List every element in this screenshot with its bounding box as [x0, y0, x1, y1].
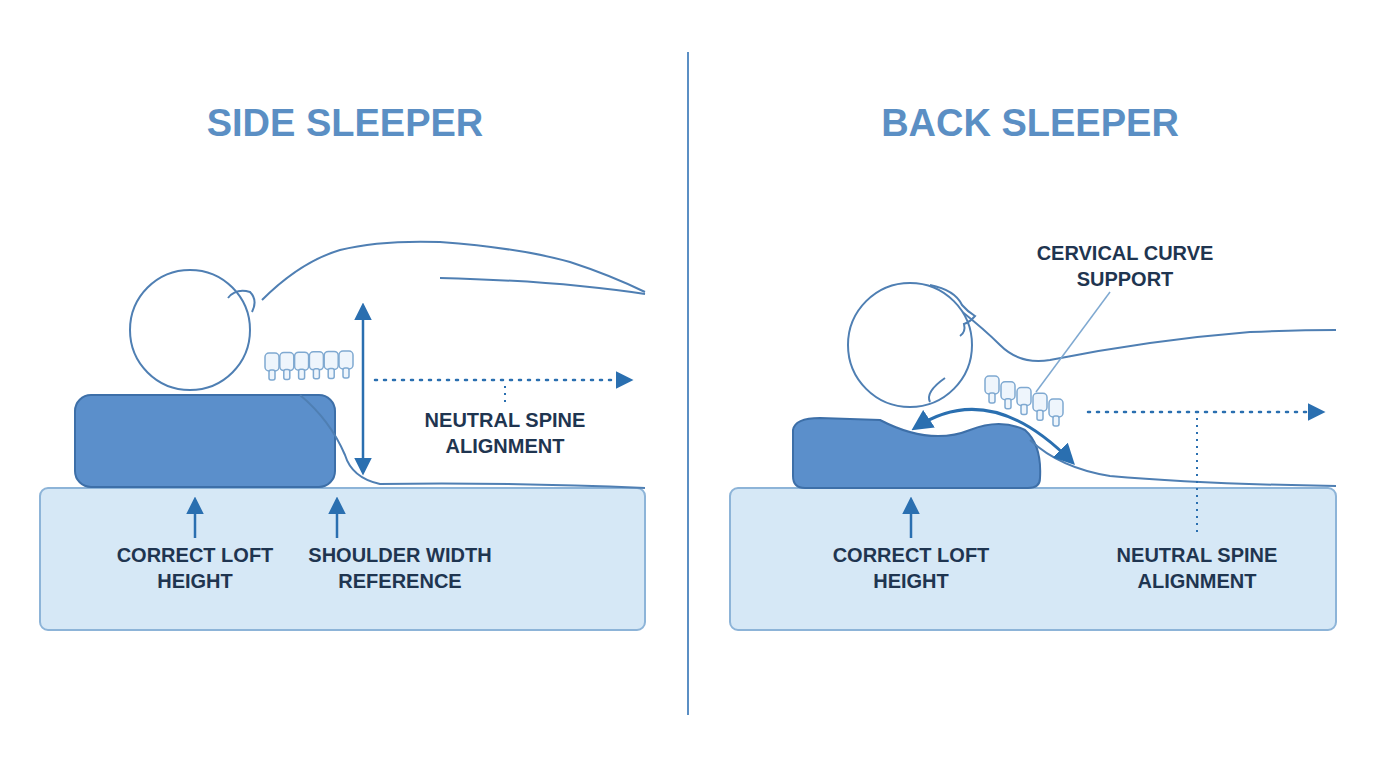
vertebra-process — [1005, 399, 1011, 409]
vertebra-process — [313, 369, 319, 379]
callout-label: CORRECT LOFT HEIGHT — [110, 542, 280, 594]
vertebra-process — [269, 370, 275, 380]
cervical-spine — [985, 376, 1063, 426]
callout-label: CERVICAL CURVE SUPPORT — [1020, 240, 1230, 292]
vertebra — [985, 376, 999, 394]
vertebra-process — [343, 368, 349, 378]
alignment-line — [1088, 411, 1322, 414]
height-arrow — [362, 306, 365, 472]
callout-label: NEUTRAL SPINE ALIGNMENT — [1087, 542, 1307, 594]
pillow — [75, 395, 335, 487]
leader-arrow — [194, 500, 197, 538]
vertebra — [1001, 382, 1015, 400]
vertebra — [324, 351, 338, 369]
callout-label: NEUTRAL SPINE ALIGNMENT — [395, 407, 615, 459]
leader — [1036, 292, 1110, 392]
vertebra — [309, 352, 323, 370]
alignment-line — [375, 379, 630, 382]
vertebra-process — [1053, 416, 1059, 426]
vertebra — [1017, 388, 1031, 406]
vertebra — [295, 352, 309, 370]
side-body — [130, 242, 645, 488]
panel-title: SIDE SLEEPER — [207, 101, 484, 145]
back-body — [848, 283, 1336, 486]
divider — [687, 52, 689, 715]
vertebra-process — [1021, 405, 1027, 415]
vertebra — [265, 353, 279, 371]
callout-label: CORRECT LOFT HEIGHT — [826, 542, 996, 594]
callout-label: SHOULDER WIDTH REFERENCE — [285, 542, 515, 594]
curve-arrow — [915, 409, 1072, 462]
leader-arrow — [336, 500, 339, 538]
leader — [504, 386, 506, 404]
vertebra-process — [284, 370, 290, 380]
leader — [1196, 418, 1198, 536]
mattress — [730, 488, 1336, 630]
vertebra — [1033, 393, 1047, 411]
vertebra — [280, 353, 294, 371]
vertebra-process — [989, 393, 995, 403]
vertebra-process — [328, 368, 334, 378]
cervical-spine — [265, 351, 353, 380]
vertebra-process — [1037, 410, 1043, 420]
vertebra-process — [299, 369, 305, 379]
leader-arrow — [910, 500, 913, 538]
panel-title: BACK SLEEPER — [881, 101, 1179, 145]
mattress — [40, 488, 645, 630]
vertebra — [339, 351, 353, 369]
vertebra — [1049, 399, 1063, 417]
